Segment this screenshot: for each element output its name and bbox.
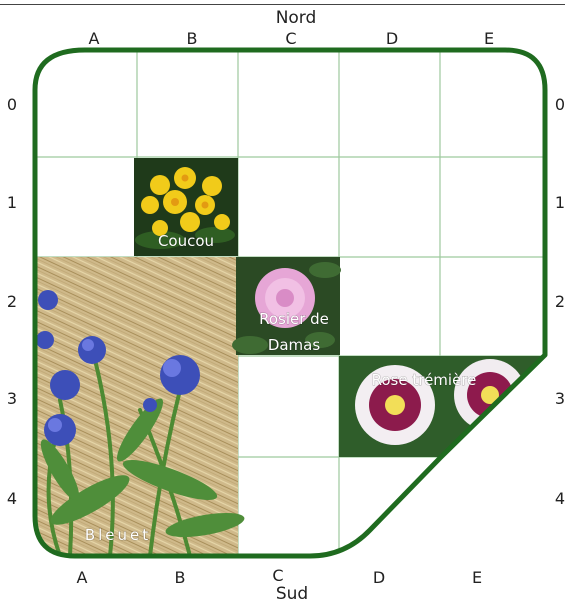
- rosier-label-line1: Rosier de: [259, 310, 329, 328]
- coucou-label: Coucou: [158, 232, 214, 250]
- rosier-label-line2: Damas: [268, 336, 321, 354]
- bleuet-photo: [35, 257, 246, 557]
- rose-tremiere-label: Rose trémière: [372, 371, 477, 389]
- bleuet-label: Bleuet: [85, 526, 151, 544]
